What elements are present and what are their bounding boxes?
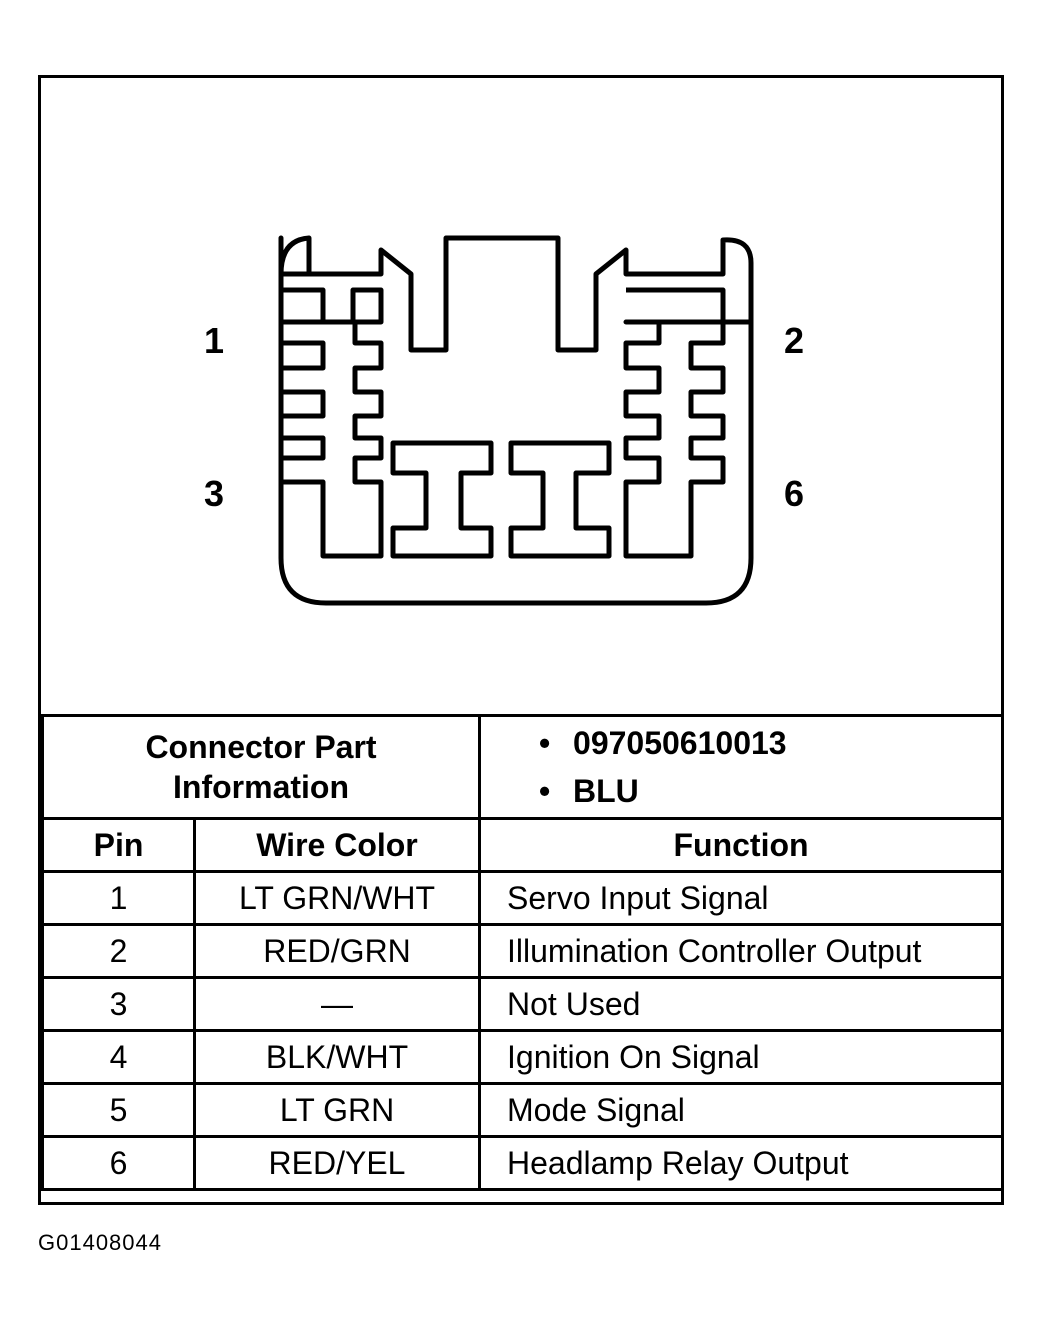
pin-cell: 1 <box>41 870 196 926</box>
part-info-label-line2: Information <box>173 769 349 805</box>
terminal-pin-2-6 <box>623 287 751 559</box>
table-row: 1 LT GRN/WHT Servo Input Signal <box>41 870 1005 926</box>
pin-cell: 5 <box>41 1082 196 1138</box>
table-row: 2 RED/GRN Illumination Controller Output <box>41 923 1005 979</box>
figure-code: G01408044 <box>38 1230 162 1255</box>
wire-color-cell: BLK/WHT <box>192 1029 482 1085</box>
function-cell: Not Used <box>478 976 1005 1032</box>
connector-diagram: 1 2 3 6 <box>41 78 1001 716</box>
pin-label-3: 3 <box>204 473 225 514</box>
pin-cell: 3 <box>41 976 196 1032</box>
wire-color-cell: — <box>192 976 482 1032</box>
function-cell: Mode Signal <box>478 1082 1005 1138</box>
function-cell: Headlamp Relay Output <box>478 1135 1005 1191</box>
connector-pinout-table: Connector Part Information •097050610013… <box>40 714 1005 1191</box>
pin-label-2: 2 <box>784 320 805 361</box>
header-wire-color: Wire Color <box>192 817 482 873</box>
part-info-values: •097050610013 •BLU <box>478 714 1005 820</box>
connector-face-drawing <box>278 235 754 606</box>
wire-color-cell: LT GRN <box>192 1082 482 1138</box>
table-row: 6 RED/YEL Headlamp Relay Output <box>41 1135 1005 1191</box>
header-function: Function <box>478 817 1005 873</box>
pin-cell: 2 <box>41 923 196 979</box>
wire-color-cell: RED/GRN <box>192 923 482 979</box>
table-row: 5 LT GRN Mode Signal <box>41 1082 1005 1138</box>
connector-color: BLU <box>573 773 639 809</box>
part-info-label: Connector Part Information <box>40 714 482 820</box>
part-info-label-line1: Connector Part <box>145 729 377 765</box>
terminal-pin-5 <box>508 440 612 559</box>
table-row: 3 — Not Used <box>41 976 1005 1032</box>
connector-housing-corner <box>278 235 312 275</box>
table-row: 4 BLK/WHT Ignition On Signal <box>41 1029 1005 1085</box>
part-number-item: •097050610013 <box>539 725 787 761</box>
pin-cell: 4 <box>41 1029 196 1085</box>
terminal-pin-4 <box>390 440 494 559</box>
connector-color-item: •BLU <box>539 773 639 809</box>
pin-cell: 6 <box>41 1135 196 1191</box>
connector-housing-outline <box>278 235 754 606</box>
header-row: Pin Wire Color Function <box>41 817 1005 873</box>
part-number: 097050610013 <box>573 725 787 761</box>
function-cell: Ignition On Signal <box>478 1029 1005 1085</box>
function-cell: Servo Input Signal <box>478 870 1005 926</box>
wire-color-cell: LT GRN/WHT <box>192 870 482 926</box>
header-pin: Pin <box>41 817 196 873</box>
pin-label-1: 1 <box>204 320 225 361</box>
wire-color-cell: RED/YEL <box>192 1135 482 1191</box>
function-cell: Illumination Controller Output <box>478 923 1005 979</box>
terminal-pin-1-3 <box>278 287 384 559</box>
connector-figure-frame: 1 2 3 6 Connector Part Information •0970… <box>38 75 1005 1205</box>
pin-label-6: 6 <box>784 473 805 514</box>
part-info-row: Connector Part Information •097050610013… <box>40 714 1005 820</box>
